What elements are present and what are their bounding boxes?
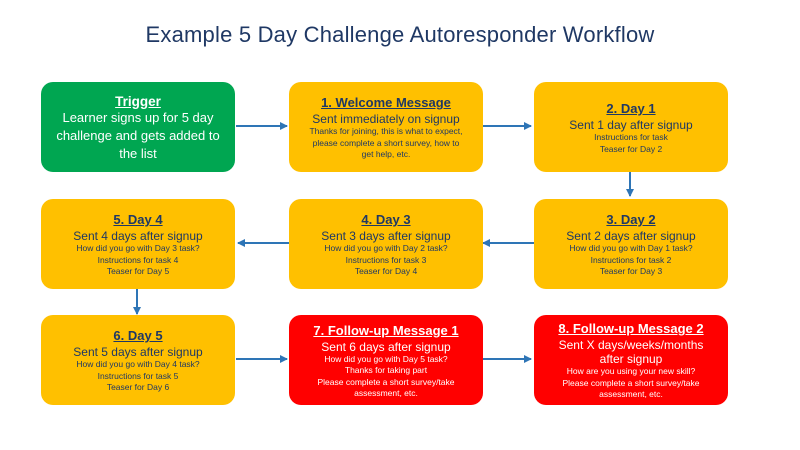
followup1-box: 7. Follow-up Message 1 Sent 6 days after… <box>289 315 483 405</box>
followup1-detail: Please complete a short survey/take <box>317 376 455 387</box>
day5-detail: How did you go with Day 4 task? <box>76 359 200 370</box>
day5-subtitle: Sent 5 days after signup <box>73 345 203 360</box>
day2-box: 3. Day 2 Sent 2 days after signup How di… <box>534 199 728 289</box>
trigger-line: challenge and gets added to <box>56 127 220 143</box>
day4-detail: How did you go with Day 3 task? <box>76 243 200 254</box>
day4-subtitle: Sent 4 days after signup <box>73 229 203 244</box>
followup2-detail: assessment, etc. <box>599 389 663 400</box>
followup2-subtitle: after signup <box>599 352 663 367</box>
day2-title: 3. Day 2 <box>606 212 656 228</box>
day2-detail: Teaser for Day 3 <box>599 266 663 277</box>
day3-box: 4. Day 3 Sent 3 days after signup How di… <box>289 199 483 289</box>
followup2-detail: Please complete a short survey/take <box>562 377 700 388</box>
followup2-detail: How are you using your new skill? <box>566 366 696 377</box>
day5-detail: Instructions for task 5 <box>97 370 179 381</box>
day1-subtitle: Sent 1 day after signup <box>569 118 693 132</box>
welcome-detail: get help, etc. <box>361 149 411 160</box>
followup2-title: 8. Follow-up Message 2 <box>558 321 704 337</box>
welcome-detail: please complete a short survey, how to <box>312 137 460 148</box>
trigger-line: Learner signs up for 5 day <box>62 109 214 125</box>
day5-box: 6. Day 5 Sent 5 days after signup How di… <box>41 315 235 405</box>
trigger-box: Trigger Learner signs up for 5 day chall… <box>41 82 235 172</box>
day4-detail: Instructions for task 4 <box>97 254 179 265</box>
welcome-message-box: 1. Welcome Message Sent immediately on s… <box>289 82 483 172</box>
day5-detail: Teaser for Day 6 <box>106 382 170 393</box>
welcome-detail: Thanks for joining, this is what to expe… <box>309 126 463 137</box>
followup2-subtitle: Sent X days/weeks/months <box>558 338 704 353</box>
day3-subtitle: Sent 3 days after signup <box>321 229 451 244</box>
trigger-title: Trigger <box>115 93 161 109</box>
followup1-detail: How did you go with Day 5 task? <box>324 353 448 364</box>
followup1-detail: Thanks for taking part <box>344 365 428 375</box>
day1-box: 2. Day 1 Sent 1 day after signup Instruc… <box>534 82 728 172</box>
day3-detail: Teaser for Day 4 <box>354 266 418 277</box>
followup1-detail: assessment, etc. <box>354 388 418 398</box>
day4-box: 5. Day 4 Sent 4 days after signup How di… <box>41 199 235 289</box>
day4-detail: Teaser for Day 5 <box>106 266 170 277</box>
followup2-box: 8. Follow-up Message 2 Sent X days/weeks… <box>534 315 728 405</box>
day1-title: 2. Day 1 <box>606 101 656 116</box>
day2-detail: How did you go with Day 1 task? <box>569 243 693 254</box>
day2-subtitle: Sent 2 days after signup <box>566 229 696 244</box>
day3-title: 4. Day 3 <box>361 212 411 228</box>
followup1-subtitle: Sent 6 days after signup <box>321 339 451 354</box>
day2-detail: Instructions for task 2 <box>590 254 672 265</box>
trigger-line: the list <box>119 145 157 161</box>
page-title: Example 5 Day Challenge Autoresponder Wo… <box>145 22 655 47</box>
day1-detail: Teaser for Day 2 <box>599 143 663 154</box>
day3-detail: Instructions for task 3 <box>345 254 427 265</box>
welcome-subtitle: Sent immediately on signup <box>312 112 460 127</box>
day1-detail: Instructions for task <box>594 132 668 142</box>
day5-title: 6. Day 5 <box>113 328 163 344</box>
followup1-title: 7. Follow-up Message 1 <box>313 322 459 338</box>
day3-detail: How did you go with Day 2 task? <box>324 243 448 254</box>
day4-title: 5. Day 4 <box>113 212 163 228</box>
welcome-title: 1. Welcome Message <box>321 95 451 111</box>
